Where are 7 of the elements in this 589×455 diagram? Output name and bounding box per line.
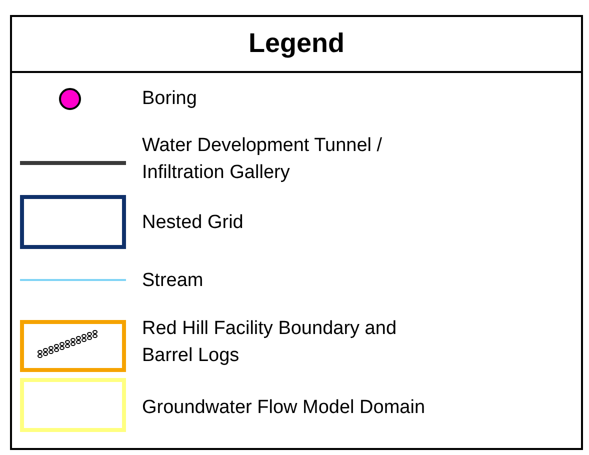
- legend-label: Groundwater Flow Model Domain: [142, 396, 426, 420]
- legend-label: Stream: [142, 269, 204, 293]
- legend-label: Nested Grid: [142, 211, 244, 235]
- legend-label: Water Development Tunnel / Infiltration Gallery: [142, 134, 384, 185]
- legend-label: Red Hill Facility Boundary and Barrel Logs: [142, 317, 398, 368]
- legend-label: Boring: [142, 87, 198, 111]
- legend-title: Legend: [247, 27, 346, 59]
